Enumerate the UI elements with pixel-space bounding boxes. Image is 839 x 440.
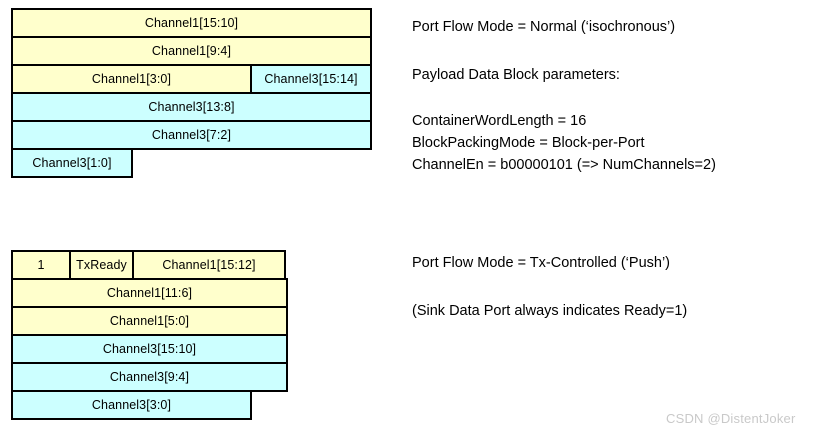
field-cell: Channel3[9:4] xyxy=(11,362,288,392)
word-row: Channel1[9:4] xyxy=(11,36,372,66)
word-row: Channel1[15:10] xyxy=(11,8,372,38)
watermark: CSDN @DistentJoker xyxy=(666,411,796,426)
field-cell: 1 xyxy=(11,250,71,280)
note-line: Port Flow Mode = Normal (‘isochronous’) xyxy=(412,19,676,35)
note-sink-data-port-ready: (Sink Data Port always indicates Ready=1… xyxy=(412,300,687,322)
field-cell: Channel1[3:0] xyxy=(11,64,252,94)
field-cell: Channel1[9:4] xyxy=(11,36,372,66)
field-cell: Channel3[1:0] xyxy=(11,148,133,178)
field-cell: Channel1[5:0] xyxy=(11,306,288,336)
note-line-channel-en: ChannelEn = b00000101 (=> NumChannels=2) xyxy=(412,157,716,173)
note-payload-parameters-title: Payload Data Block parameters: xyxy=(412,64,620,86)
word-row: Channel3[9:4] xyxy=(11,362,288,392)
field-cell: Channel3[15:14] xyxy=(250,64,372,94)
note-payload-parameters-list: ContainerWordLength = 16 BlockPackingMod… xyxy=(412,110,716,176)
word-row: Channel3[15:10] xyxy=(11,334,288,364)
word-row: Channel3[13:8] xyxy=(11,92,372,122)
note-line: Port Flow Mode = Tx-Controlled (‘Push’) xyxy=(412,255,671,271)
note-line-container-word-length: ContainerWordLength = 16 xyxy=(412,113,587,129)
field-cell: Channel1[11:6] xyxy=(11,278,288,308)
field-cell: Channel1[15:10] xyxy=(11,8,372,38)
field-cell: TxReady xyxy=(69,250,134,280)
packing-diagram-normal: Channel1[15:10]Channel1[9:4]Channel1[3:0… xyxy=(11,8,372,178)
field-cell: Channel3[3:0] xyxy=(11,390,252,420)
word-row: Channel1[11:6] xyxy=(11,278,288,308)
note-line: Payload Data Block parameters: xyxy=(412,67,620,83)
word-row: Channel3[7:2] xyxy=(11,120,372,150)
word-row: Channel1[5:0] xyxy=(11,306,288,336)
note-line: (Sink Data Port always indicates Ready=1… xyxy=(412,303,688,319)
field-cell: Channel3[13:8] xyxy=(11,92,372,122)
word-row: Channel3[3:0] xyxy=(11,390,288,420)
note-port-flow-mode-normal: Port Flow Mode = Normal (‘isochronous’) xyxy=(412,16,675,38)
word-row: Channel3[1:0] xyxy=(11,148,372,178)
note-port-flow-mode-tx-controlled: Port Flow Mode = Tx-Controlled (‘Push’) xyxy=(412,252,670,274)
field-cell: Channel3[7:2] xyxy=(11,120,372,150)
note-line-block-packing-mode: BlockPackingMode = Block-per-Port xyxy=(412,135,645,151)
field-cell: Channel1[15:12] xyxy=(132,250,286,280)
word-row: Channel1[3:0]Channel3[15:14] xyxy=(11,64,372,94)
field-cell: Channel3[15:10] xyxy=(11,334,288,364)
